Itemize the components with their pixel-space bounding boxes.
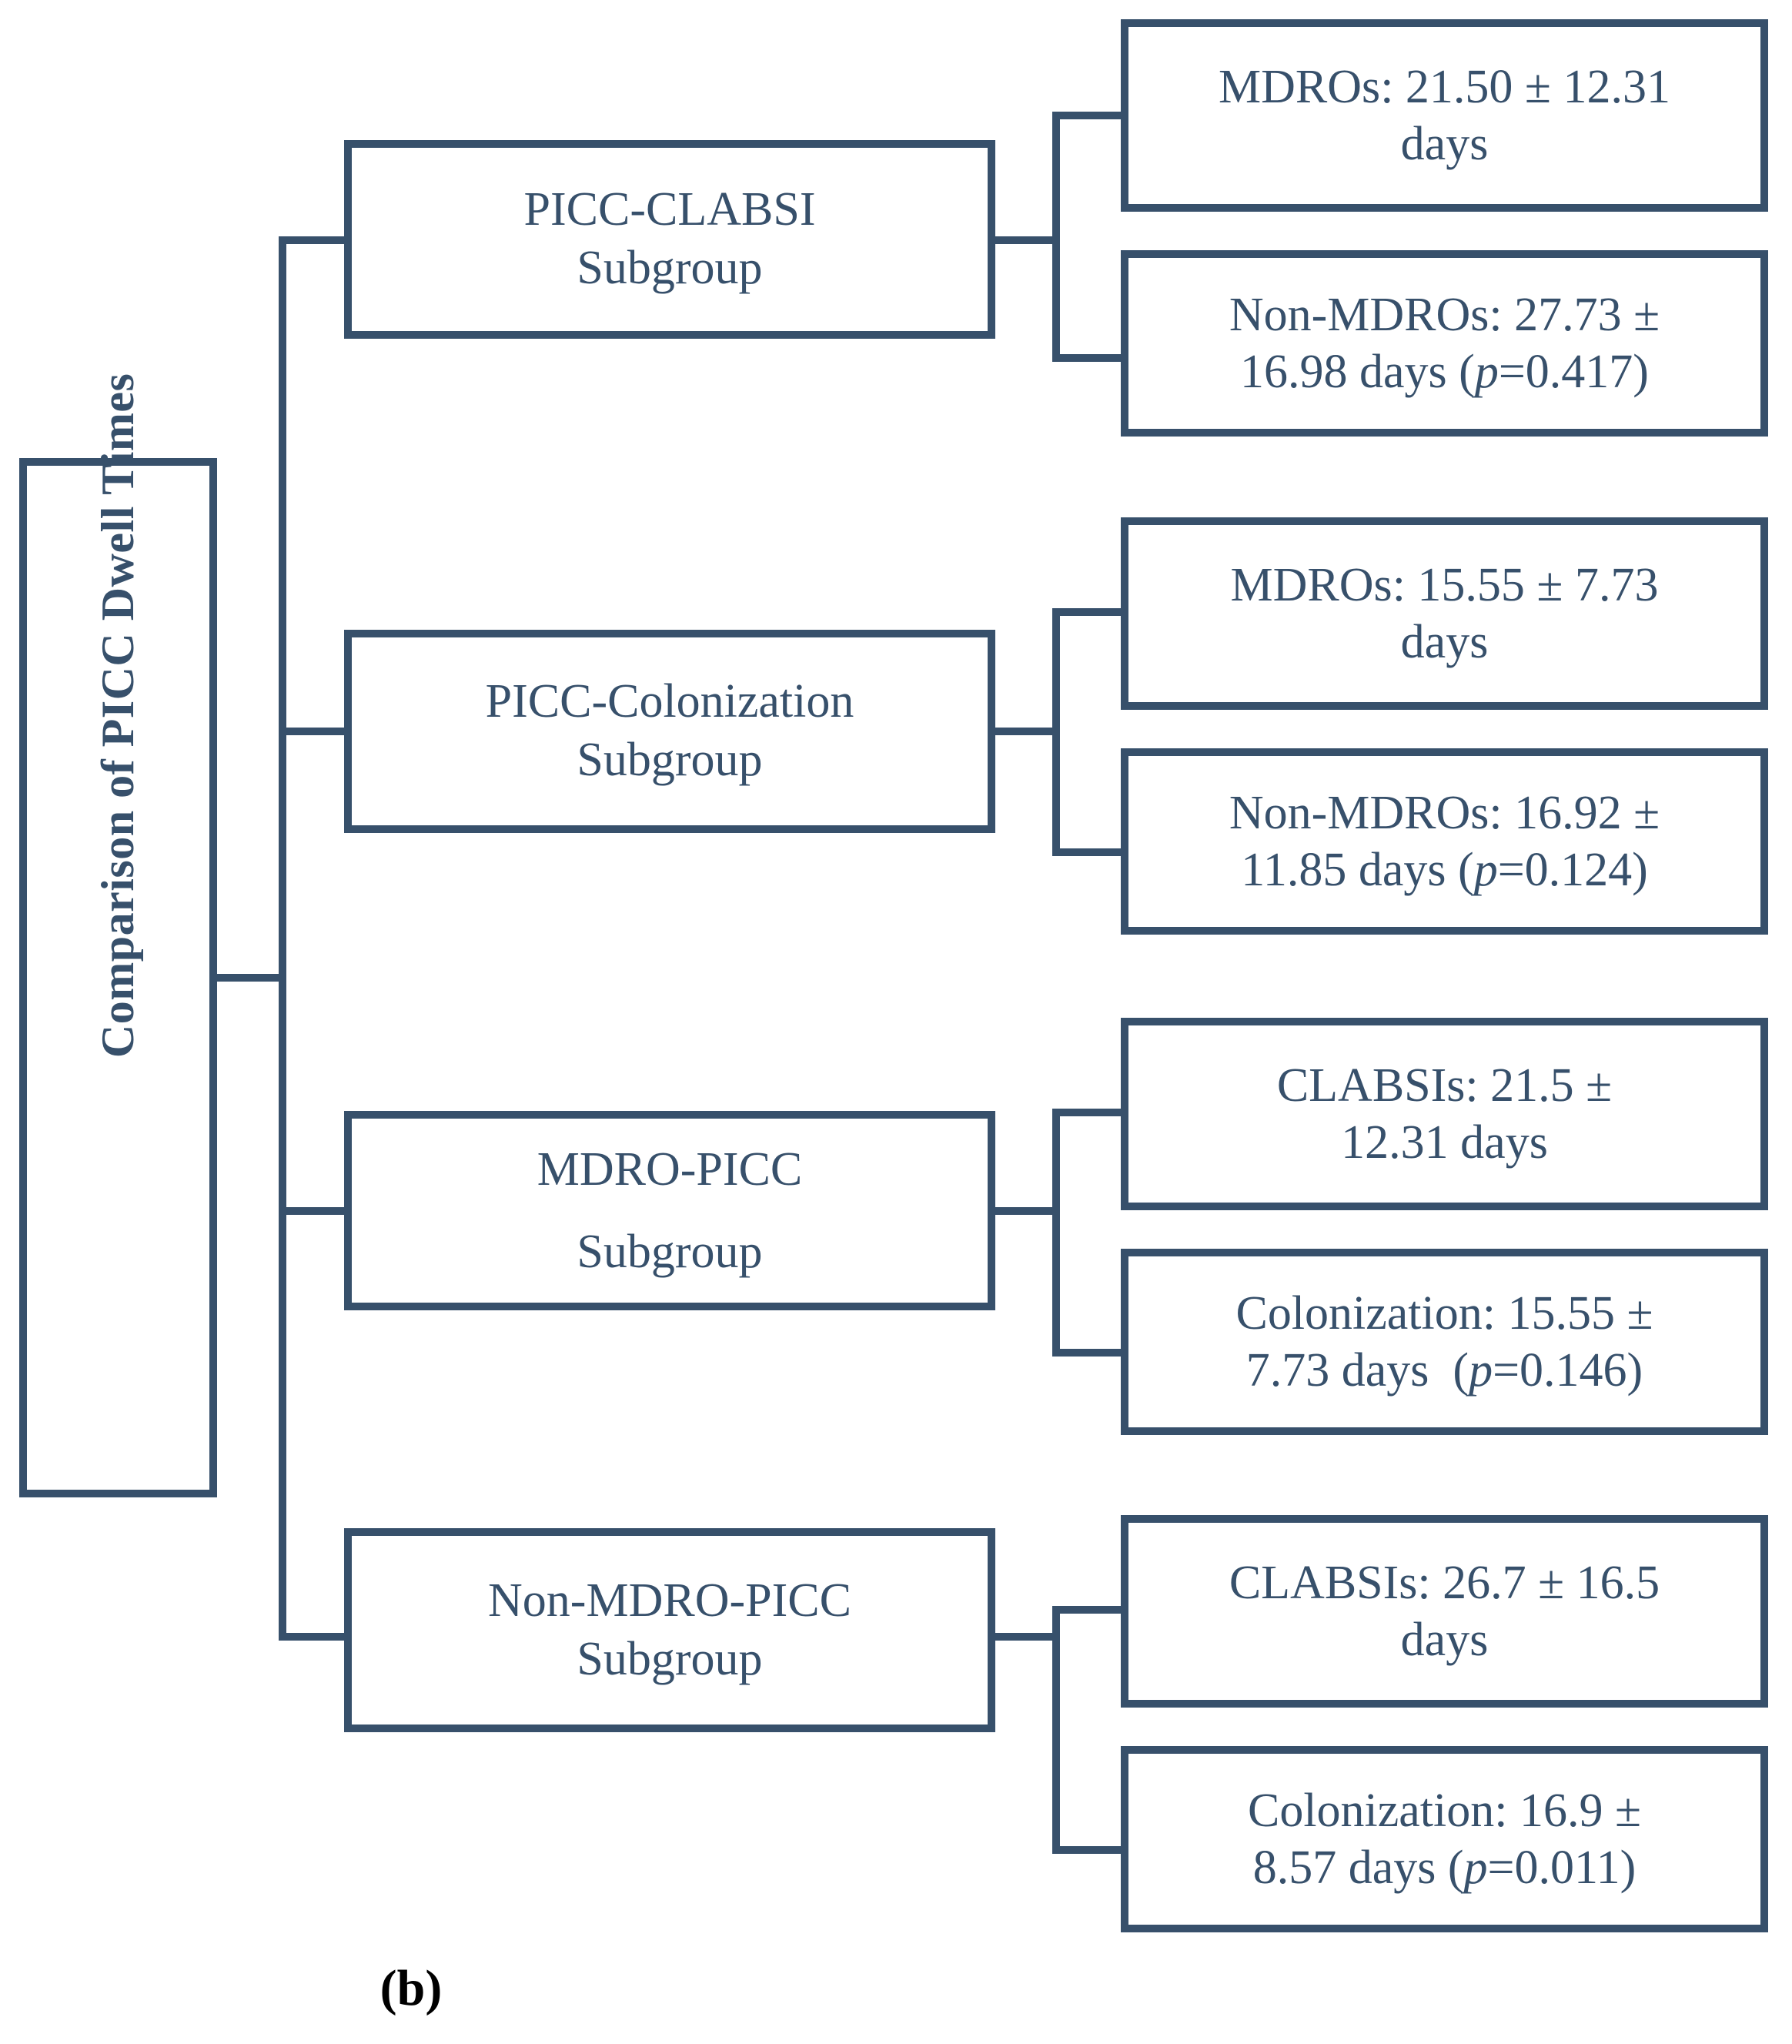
leaf-node-picc-clabsi-mdros[interactable]: MDROs: 21.50 ± 12.31 days [1121,19,1768,212]
connector-root-stub [212,974,286,982]
leaf-line-2-post: =0.124) [1497,844,1648,896]
leaf-line-2: 12.31 days [1341,1116,1548,1169]
connector-trunk-branch-3 [1052,1109,1060,1357]
connector-arm-branch-4 [279,1633,348,1641]
leaf-line-2: 11.85 days (p=0.124) [1241,844,1648,896]
leaf-line-2-post: =0.011) [1487,1842,1637,1894]
p-value-symbol: p [1469,1344,1493,1397]
branch-node-label: PICC-CLABSI Subgroup [363,181,977,297]
connector-arm-leaf-3 [1052,848,1125,856]
p-value-symbol: p [1474,346,1499,398]
leaf-line-2: 16.98 days (p=0.417) [1240,346,1649,398]
leaf-node-non-mdro-picc-clabsis[interactable]: CLABSIs: 26.7 ± 16.5 days [1121,1515,1768,1708]
leaf-line-1: Non-MDROs: 27.73 ± [1229,288,1660,341]
branch-label-line-2: Subgroup [577,734,763,786]
leaf-node-picc-colonization-non-mdros[interactable]: Non-MDROs: 16.92 ± 11.85 days (p=0.124) [1121,748,1768,935]
leaf-node-label: CLABSIs: 26.7 ± 16.5 days [1139,1554,1750,1669]
leaf-node-label: Colonization: 16.9 ± 8.57 days (p=0.011) [1139,1782,1750,1897]
leaf-line-2-pre: 11.85 days ( [1241,844,1474,896]
leaf-line-1: Colonization: 16.9 ± [1247,1784,1642,1837]
leaf-node-label: Non-MDROs: 16.92 ± 11.85 days (p=0.124) [1139,784,1750,899]
connector-arm-leaf-5 [1052,1349,1125,1357]
leaf-node-label: MDROs: 21.50 ± 12.31 days [1139,59,1750,173]
connector-stub-branch-4 [991,1633,1060,1641]
branch-label-line-1: PICC-Colonization [485,675,854,728]
branch-label-line-2: Subgroup [577,242,763,294]
leaf-node-label: Non-MDROs: 27.73 ± 16.98 days (p=0.417) [1139,286,1750,401]
branch-node-picc-colonization[interactable]: PICC-Colonization Subgroup [344,630,995,833]
branch-node-non-mdro-picc[interactable]: Non-MDRO-PICC Subgroup [344,1528,995,1732]
connector-arm-branch-2 [279,728,348,735]
leaf-line-2: days [1400,1614,1489,1666]
leaf-line-1: Colonization: 15.55 ± [1235,1286,1653,1340]
leaf-line-1: Non-MDROs: 16.92 ± [1229,786,1660,839]
branch-label-line-2: Subgroup [577,1632,763,1685]
leaf-node-picc-clabsi-non-mdros[interactable]: Non-MDROs: 27.73 ± 16.98 days (p=0.417) [1121,250,1768,437]
leaf-line-2-pre: 8.57 days ( [1252,1842,1464,1894]
connector-stub-branch-2 [991,728,1060,735]
figure-caption-label: (b) [379,1960,443,2016]
leaf-line-1: CLABSIs: 26.7 ± 16.5 [1229,1556,1660,1609]
branch-label-line-2: Subgroup [577,1225,763,1278]
leaf-line-2-post: =0.146) [1493,1344,1643,1397]
leaf-node-label: Colonization: 15.55 ± 7.73 days (p=0.146… [1139,1285,1750,1400]
root-node-label: Comparison of PICC Dwell Times [92,373,143,1059]
leaf-node-mdro-picc-clabsis[interactable]: CLABSIs: 21.5 ± 12.31 days [1121,1018,1768,1210]
leaf-line-1: MDROs: 21.50 ± 12.31 [1219,60,1670,113]
connector-trunk-branch-2 [1052,608,1060,856]
branch-node-picc-clabsi[interactable]: PICC-CLABSI Subgroup [344,140,995,339]
leaf-line-1: MDROs: 15.55 ± 7.73 [1230,558,1659,611]
leaf-line-2: days [1400,616,1489,668]
figure-caption: (b) [0,1959,1792,2018]
leaf-node-non-mdro-picc-colonization[interactable]: Colonization: 16.9 ± 8.57 days (p=0.011) [1121,1746,1768,1932]
connector-stub-branch-1 [991,236,1060,244]
leaf-node-label: MDROs: 15.55 ± 7.73 days [1139,557,1750,671]
connector-arm-branch-3 [279,1207,348,1215]
connector-arm-leaf-1 [1052,354,1125,362]
branch-node-label: Non-MDRO-PICC Subgroup [363,1572,977,1688]
connector-arm-leaf-2 [1052,608,1125,616]
branch-node-mdro-picc[interactable]: MDRO-PICC Subgroup [344,1111,995,1310]
connector-trunk-branch-4 [1052,1606,1060,1854]
connector-stub-branch-3 [991,1207,1060,1215]
leaf-node-mdro-picc-colonization[interactable]: Colonization: 15.55 ± 7.73 days (p=0.146… [1121,1249,1768,1435]
branch-label-line-1: Non-MDRO-PICC [488,1574,851,1627]
branch-label-line-1: MDRO-PICC [537,1142,803,1196]
leaf-line-2: 7.73 days (p=0.146) [1246,1344,1643,1397]
root-node-comparison-of-picc-dwell-times[interactable]: Comparison of PICC Dwell Times [19,373,217,1497]
connector-arm-leaf-7 [1052,1846,1125,1854]
leaf-node-picc-colonization-mdros[interactable]: MDROs: 15.55 ± 7.73 days [1121,517,1768,710]
connector-arm-leaf-4 [1052,1109,1125,1116]
leaf-node-label: CLABSIs: 21.5 ± 12.31 days [1139,1057,1750,1172]
branch-node-label: PICC-Colonization Subgroup [363,673,977,789]
branch-node-label: MDRO-PICC Subgroup [363,1129,977,1293]
leaf-line-2-post: =0.417) [1498,346,1649,398]
leaf-line-2: days [1400,118,1489,170]
leaf-line-1: CLABSIs: 21.5 ± [1276,1059,1613,1112]
p-value-symbol: p [1473,844,1498,896]
branch-label-line-1: PICC-CLABSI [523,183,816,236]
leaf-line-2: 8.57 days (p=0.011) [1253,1842,1637,1894]
connector-arm-branch-1 [279,236,348,244]
leaf-line-2-pre: 7.73 days ( [1245,1344,1469,1397]
connector-trunk-branch-1 [1052,112,1060,362]
p-value-symbol: p [1463,1842,1488,1894]
leaf-line-2-pre: 16.98 days ( [1240,346,1475,398]
connector-arm-leaf-0 [1052,112,1125,119]
connector-main-trunk [279,236,286,1641]
connector-arm-leaf-6 [1052,1606,1125,1614]
